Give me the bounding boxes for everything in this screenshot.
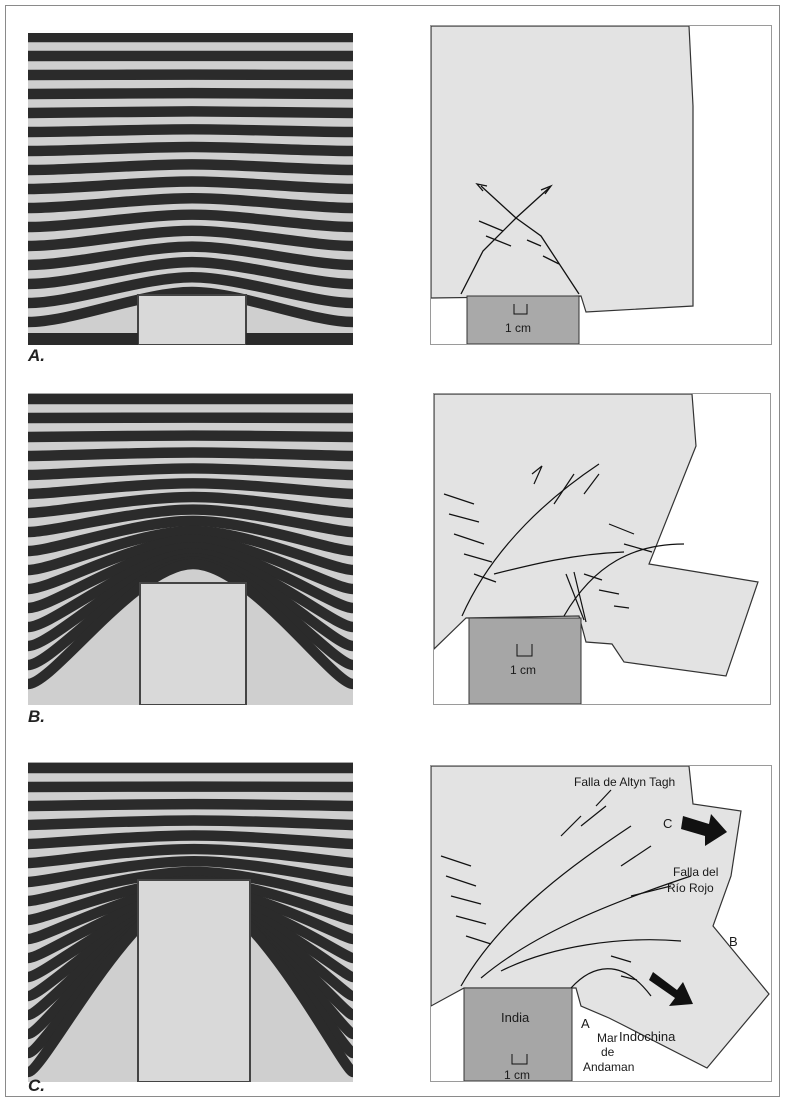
layer-stripe — [28, 453, 353, 456]
indenter-block-b — [469, 618, 581, 704]
layer-stripe — [28, 147, 353, 151]
indenter-block-b — [140, 583, 246, 705]
panel-label-b: B. — [28, 707, 45, 727]
label-letter-b: B — [729, 934, 738, 949]
label-letter-c: C — [663, 816, 672, 831]
layer-stripe — [28, 164, 353, 170]
label-rio-rojo-2: Río Rojo — [667, 881, 714, 895]
map-panel-b: 1 cm — [433, 393, 771, 705]
layer-stripe — [28, 93, 353, 94]
label-andaman-2: de — [601, 1045, 615, 1059]
panel-label-c: C. — [28, 1076, 45, 1096]
label-letter-a: A — [581, 1016, 590, 1031]
layer-stripe — [28, 111, 353, 113]
indenter-block-a — [467, 296, 579, 344]
label-andaman-1: Mar — [597, 1031, 618, 1045]
label-rio-rojo-1: Falla del — [673, 865, 718, 879]
map-panel-a: 1 cm — [430, 25, 772, 345]
photo-panel-b — [28, 393, 353, 705]
indenter-block-c — [138, 880, 250, 1082]
scale-label-a: 1 cm — [505, 321, 531, 335]
panel-label-a: A. — [28, 346, 45, 366]
map-panel-c: India 1 cm Falla de Altyn Tagh Falla del… — [430, 765, 772, 1082]
label-indochina: Indochina — [619, 1029, 676, 1044]
layer-stripe — [28, 820, 353, 825]
indenter-block-a — [138, 295, 246, 345]
label-altyn-tagh: Falla de Altyn Tagh — [574, 775, 675, 789]
layer-stripe — [28, 804, 353, 806]
scale-label-b: 1 cm — [510, 663, 536, 677]
layer-stripe — [28, 129, 353, 132]
photo-panel-c — [28, 762, 353, 1082]
block-label-india: India — [501, 1010, 530, 1025]
label-andaman-3: Andaman — [583, 1060, 634, 1074]
scale-label-c: 1 cm — [504, 1068, 530, 1081]
photo-panel-a — [28, 33, 353, 345]
layer-stripe — [28, 436, 353, 437]
